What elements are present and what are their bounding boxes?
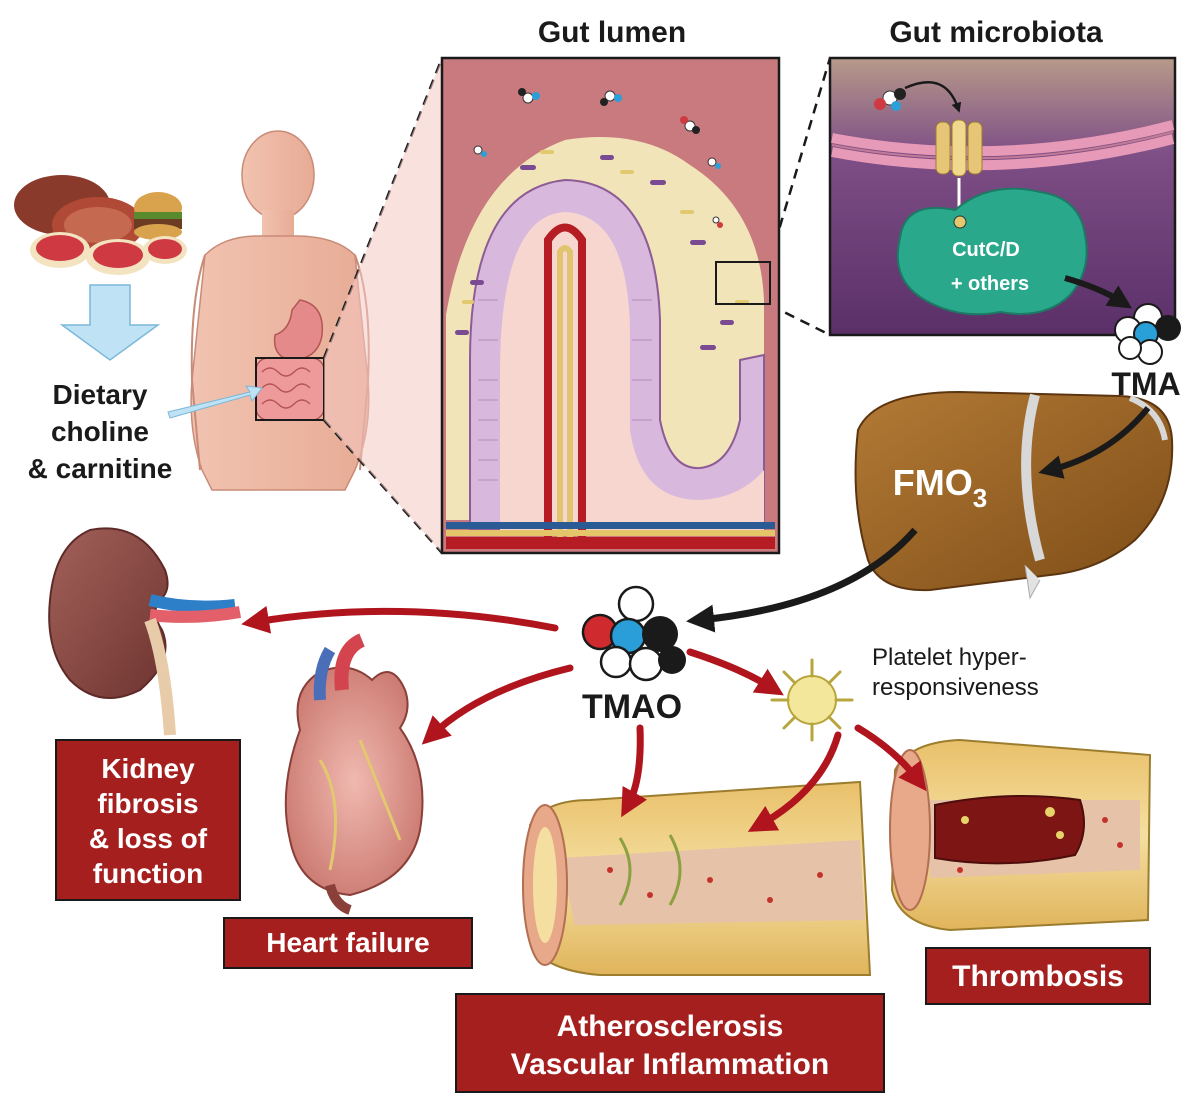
kidney-illustration xyxy=(48,527,242,736)
liver-enzyme-label: FMO3 xyxy=(893,462,987,513)
thrombosis-outcome-label: Thrombosis xyxy=(952,960,1124,993)
diet-down-arrow xyxy=(59,284,161,361)
platelet-label-line2: responsiveness xyxy=(872,674,1039,701)
thrombosis-outcome-box: Thrombosis xyxy=(925,947,1151,1005)
zoom-box-lumen xyxy=(715,261,771,305)
heart-outcome-label: Heart failure xyxy=(266,927,429,958)
tmao-to-athero-arrow xyxy=(621,724,648,818)
diet-label-line2: choline xyxy=(51,416,149,447)
kidney-outcome-line3: & loss of xyxy=(89,823,208,854)
tmao-to-platelet-arrow xyxy=(686,648,784,696)
gut-microbiota-header: Gut microbiota xyxy=(889,16,1103,49)
athero-outcome-box: Atherosclerosis Vascular Inflammation xyxy=(455,993,885,1093)
kidney-outcome-box: Kidney fibrosis & loss of function xyxy=(55,739,241,901)
tma-to-liver-arrow xyxy=(1038,406,1151,479)
platelet-to-athero-arrow xyxy=(747,731,842,832)
liver-illustration xyxy=(854,390,1174,600)
kidney-outcome-line4: function xyxy=(93,858,203,889)
heart-outcome-box: Heart failure xyxy=(223,917,473,969)
tmao-molecule xyxy=(581,585,686,682)
gut-microbiota-panel: CutC/D + others xyxy=(828,56,1177,337)
enzyme-label-line2: + others xyxy=(951,273,1029,295)
kidney-outcome-line1: Kidney xyxy=(101,753,195,784)
diet-label-line3: & carnitine xyxy=(28,453,173,484)
gut-lumen-panel xyxy=(440,56,781,555)
athero-outcome-line2: Vascular Inflammation xyxy=(511,1048,829,1081)
platelet-label-line1: Platelet hyper- xyxy=(872,644,1027,671)
platelet-illustration xyxy=(770,658,854,742)
food-illustration xyxy=(14,175,187,275)
diet-to-gut-pointer xyxy=(167,385,263,419)
human-body-illustration xyxy=(190,130,370,491)
tmao-to-kidney-arrow xyxy=(241,605,559,634)
enzyme-label-line1: CutC/D xyxy=(952,239,1020,261)
kidney-outcome-line2: fibrosis xyxy=(97,788,198,819)
tmao-label: TMAO xyxy=(582,688,682,726)
platelet-to-thrombosis-arrow xyxy=(854,724,927,792)
atherosclerosis-vessel-illustration xyxy=(522,780,872,976)
tmao-to-heart-arrow xyxy=(421,664,574,745)
enzyme-to-tma-arrow xyxy=(1064,275,1133,309)
tma-molecule xyxy=(1114,303,1181,365)
heart-illustration xyxy=(284,633,424,915)
athero-outcome-line1: Atherosclerosis xyxy=(557,1010,784,1043)
diet-label-line1: Dietary xyxy=(53,379,148,410)
cutcd-enzyme xyxy=(896,187,1088,316)
thrombosis-vessel-illustration xyxy=(889,738,1152,932)
gut-lumen-header: Gut lumen xyxy=(538,16,686,49)
liver-to-tmao-arrow xyxy=(686,527,918,633)
zoom-shade xyxy=(324,58,442,553)
